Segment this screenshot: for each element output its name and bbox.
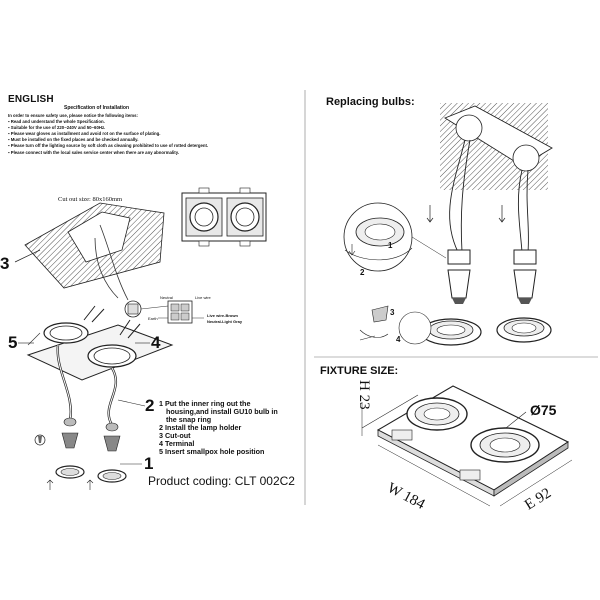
spec-item: ▪ Please wear gloves as installment and …	[8, 131, 161, 137]
step-line: 3 Cut-out	[159, 431, 191, 440]
ceiling-cutout-drawing	[14, 202, 165, 301]
spec-item: ▪ Must be installed on the fixed places …	[8, 137, 139, 143]
callout-2: 2	[145, 396, 155, 415]
callout-4: 4	[151, 333, 161, 352]
spec-item: ▪ Read and understand the whole Specific…	[8, 119, 105, 125]
terminal-block	[124, 300, 204, 324]
step-line: 1 Put the inner ring out the	[159, 399, 251, 408]
replacing-bulbs-drawing	[343, 103, 553, 346]
step-line: 5 Insert smallpox hole position	[159, 447, 265, 456]
top-view-fixture	[181, 187, 267, 247]
callout-1: 1	[144, 454, 154, 473]
callout-3: 3	[0, 254, 10, 273]
wire-earth-label: Earth	[148, 316, 158, 321]
wire-live-label: Live wire	[195, 295, 211, 300]
replace-callout-1: 1	[388, 241, 393, 250]
replace-callout-2: 2	[360, 268, 365, 277]
height-dimension: H 23	[356, 380, 372, 410]
wire-note-live: Live wire-Brown	[207, 313, 238, 318]
diameter-dimension: Ø75	[530, 402, 557, 418]
step-line: the snap ring	[166, 415, 212, 424]
language-heading: ENGLISH	[8, 94, 54, 105]
fixture-size-title: FIXTURE SIZE:	[320, 365, 399, 377]
spec-title: Specification of Installation	[64, 105, 130, 111]
install-steps: 1 Put the inner ring out the housing,and…	[159, 400, 278, 456]
replace-callout-4: 4	[396, 335, 401, 344]
wire-neutral-label: Neutral	[160, 295, 173, 300]
step-line: housing,and install GU10 bulb in	[166, 407, 278, 416]
spec-item: In order to ensure safety use, please no…	[8, 113, 138, 118]
cutout-size-label: Cut out size: 80x160mm	[58, 196, 123, 203]
callout-5: 5	[8, 333, 18, 352]
step-line: 4 Terminal	[159, 439, 195, 448]
fixture-size-drawing	[361, 385, 573, 507]
step-line: 2 Install the lamp holder	[159, 423, 242, 432]
fixture-assembly	[18, 305, 174, 490]
spec-item: ▪ Suitable for the use of 220~240V and 5…	[8, 125, 106, 131]
product-coding: Product coding: CLT 002C2	[148, 474, 295, 488]
replacing-bulbs-title: Replacing bulbs:	[326, 96, 415, 108]
wire-note-neutral: Neutral-Light Gray	[207, 319, 243, 324]
replace-callout-3: 3	[390, 308, 395, 317]
spec-list: In order to ensure safety use, please no…	[8, 113, 208, 156]
spec-item: ▪ Please turn off the lighting source by…	[8, 143, 209, 149]
spec-item: ▪ Please connect with the local sales se…	[8, 149, 180, 155]
